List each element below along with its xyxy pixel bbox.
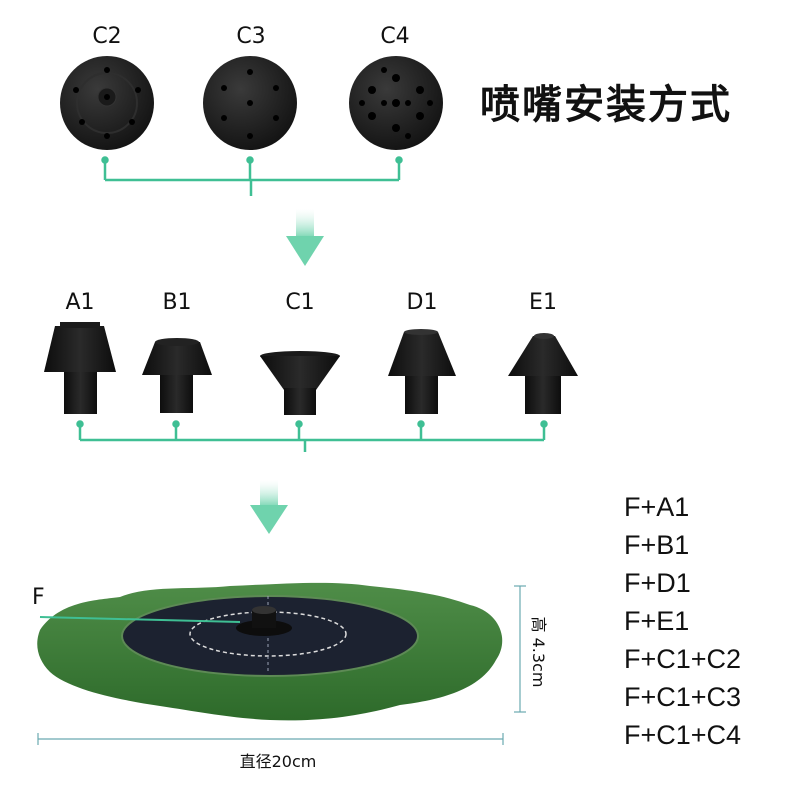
combination-item: F+E1 — [624, 606, 690, 636]
height-dimension-line — [514, 585, 526, 713]
page-title: 喷嘴安装方式 — [480, 82, 732, 128]
nozzle-e1-shape — [508, 333, 578, 414]
combination-item: F+D1 — [624, 568, 691, 598]
nozzle-label-c3: C3 — [236, 24, 266, 49]
combination-item: F+C1+C3 — [624, 682, 742, 712]
nozzle-b1-shape — [142, 338, 212, 413]
middle-connector — [76, 420, 548, 452]
down-arrow-icon — [286, 209, 324, 266]
nozzle-label-c4: C4 — [380, 24, 410, 49]
combination-list: F+A1 F+B1 F+D1 F+E1 F+C1+C2 F+C1+C3 F+C1… — [624, 488, 741, 754]
nozzle-label-a1: A1 — [65, 290, 95, 315]
solar-fountain-image — [37, 582, 503, 721]
nozzle-label-d1: D1 — [406, 290, 438, 315]
nozzle-c2-disc — [60, 56, 154, 150]
nozzle-label-e1: E1 — [529, 290, 557, 315]
combination-item: F+B1 — [624, 530, 690, 560]
top-connector — [101, 156, 403, 196]
height-label: 高 4.3cm — [529, 616, 548, 688]
fountain-part-label: F — [32, 585, 45, 610]
combination-item: F+A1 — [624, 492, 690, 522]
nozzle-label-c1: C1 — [285, 290, 315, 315]
down-arrow-icon — [250, 480, 288, 534]
diameter-label: 直径20cm — [239, 752, 317, 771]
nozzle-c1-shape — [260, 351, 340, 415]
nozzle-a1-shape — [44, 322, 116, 414]
nozzle-d1-shape — [388, 329, 456, 414]
nozzle-c3-disc — [203, 56, 297, 150]
nozzle-c4-disc — [349, 56, 443, 150]
nozzle-label-c2: C2 — [92, 24, 122, 49]
diameter-dimension-line — [37, 733, 504, 745]
nozzle-label-b1: B1 — [162, 290, 192, 315]
combination-item: F+C1+C2 — [624, 644, 742, 674]
combination-item: F+C1+C4 — [624, 720, 742, 750]
